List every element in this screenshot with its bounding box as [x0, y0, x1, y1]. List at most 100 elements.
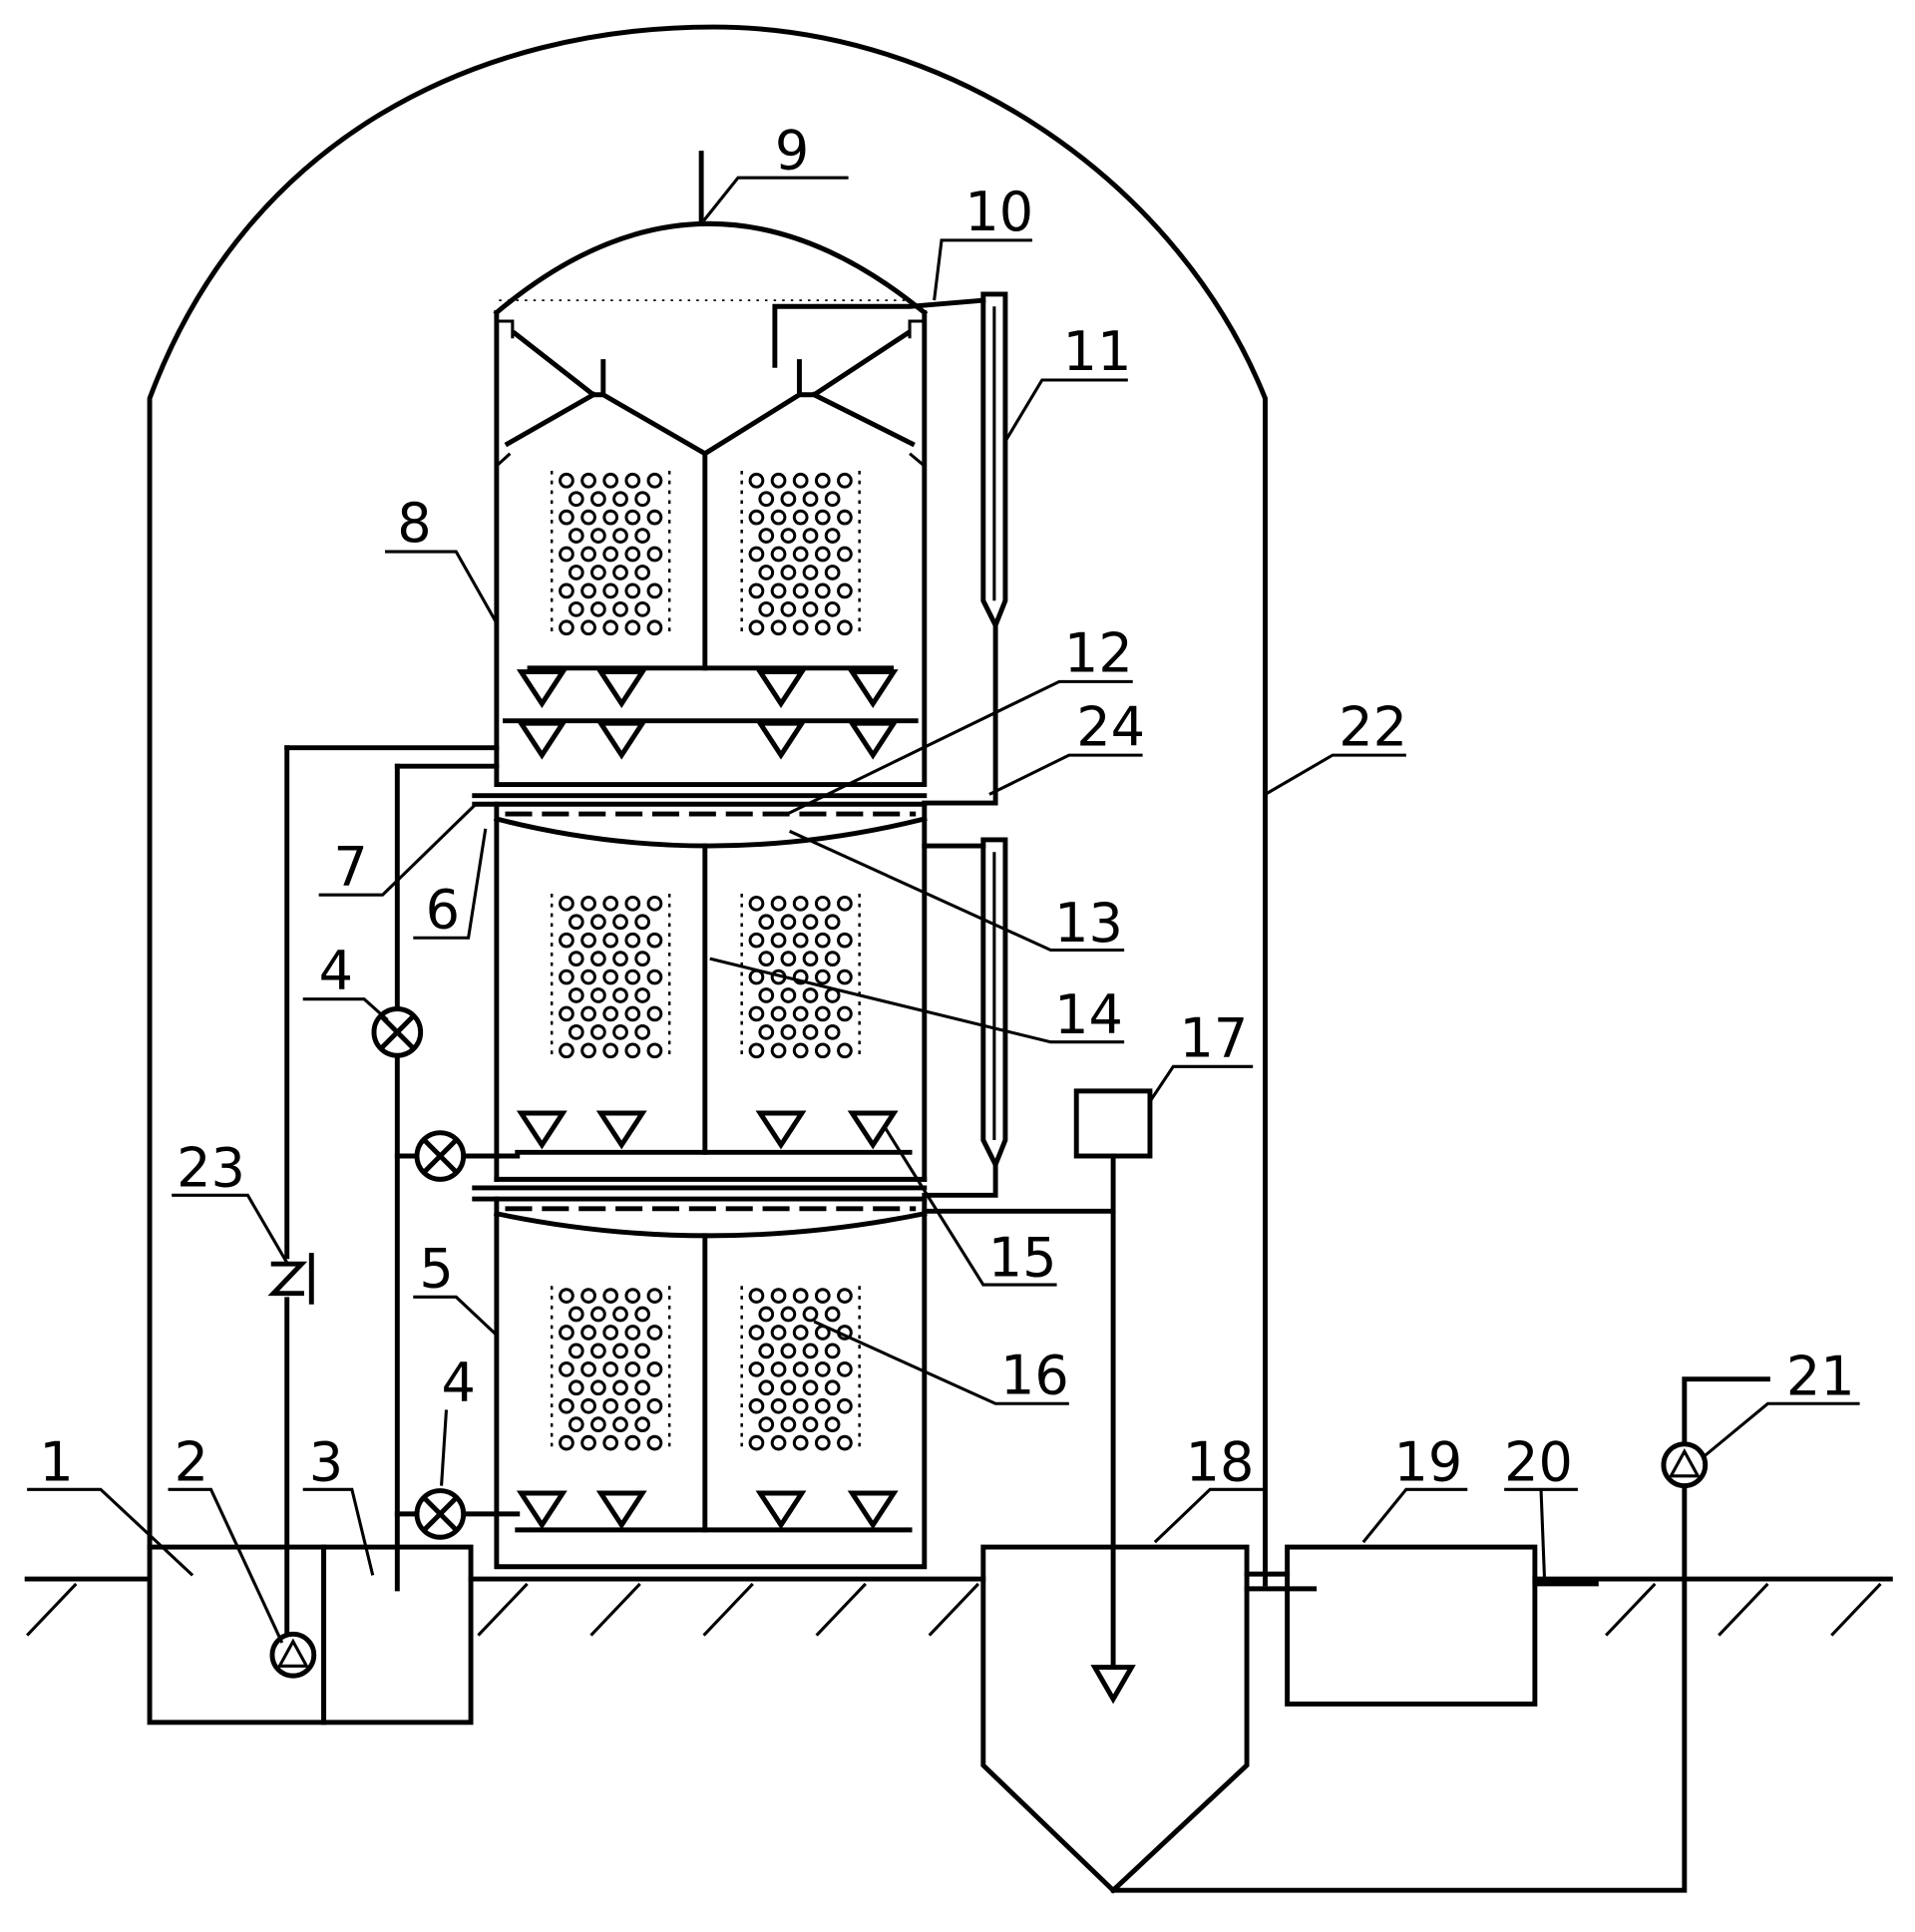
ground-hatch	[26, 1582, 78, 1637]
label-1: 1	[39, 1431, 73, 1494]
ground-hatch	[815, 1582, 867, 1637]
packing-bead	[770, 509, 787, 526]
packing-bead	[802, 1343, 819, 1359]
packing-bead	[602, 1288, 619, 1304]
label-23: 23	[177, 1137, 245, 1200]
packing-bead	[837, 546, 853, 563]
packing-bead	[770, 895, 787, 912]
packing-bead	[814, 1360, 831, 1377]
packing-bead	[758, 1024, 775, 1040]
packing-bead	[624, 1360, 641, 1377]
overflow-weir-10	[772, 297, 986, 368]
packing-bead	[802, 528, 819, 544]
packing-bead	[770, 1325, 787, 1341]
packing-bead	[824, 600, 841, 617]
packing-bead	[646, 472, 663, 489]
settling-hoppers	[504, 329, 916, 457]
packing-bead	[792, 1434, 809, 1451]
packing-bead	[590, 1024, 606, 1040]
post-treatment	[980, 1376, 1770, 1894]
packing-bead	[770, 1288, 787, 1304]
packing-bead	[612, 600, 628, 617]
packing-bead	[602, 1042, 619, 1059]
packing-bead	[634, 491, 650, 508]
packing-bead	[824, 491, 841, 508]
valve-4-upper-icon	[371, 1006, 424, 1058]
packing-bead	[770, 1005, 787, 1022]
packing-bead	[770, 1360, 787, 1377]
packing-bead	[824, 1306, 841, 1323]
packing-bead	[559, 1397, 574, 1414]
packing-bead	[634, 1024, 650, 1040]
packing-bead	[780, 1306, 797, 1323]
packing-bead	[602, 1360, 619, 1377]
packing-bead	[568, 914, 584, 931]
packing-bead	[602, 895, 619, 912]
packing-bead	[802, 600, 819, 617]
packing-bead	[634, 1416, 650, 1433]
packing-bead	[780, 987, 797, 1003]
packing-bead	[824, 528, 841, 544]
packing-bead	[559, 546, 574, 563]
packing-bead	[580, 509, 596, 526]
packing-bead	[580, 472, 596, 489]
packing-bead	[780, 600, 797, 617]
gauge-11-icon	[980, 291, 1008, 631]
packing-bead	[792, 932, 809, 949]
ground-hatch	[1718, 1582, 1769, 1637]
packing-bead	[568, 600, 584, 617]
packing-bead	[590, 528, 606, 544]
leader-lines	[27, 176, 1860, 1644]
label-9: 9	[775, 120, 809, 183]
packing-bead	[770, 546, 787, 563]
packing-bead	[837, 1434, 853, 1451]
packing-bead	[634, 1343, 650, 1359]
packing-bead	[748, 1005, 765, 1022]
packing-bead	[602, 546, 619, 563]
packing-bead	[602, 472, 619, 489]
packing-bead	[824, 1343, 841, 1359]
packing-bead	[646, 582, 663, 599]
packing-bead	[624, 968, 641, 985]
label-19: 19	[1394, 1431, 1463, 1494]
packing-bead	[814, 1005, 831, 1022]
packing-bead	[559, 1360, 574, 1377]
packing-bead	[758, 565, 775, 580]
packing-bead	[837, 472, 853, 489]
packing-bead	[837, 619, 853, 636]
packing-bead	[568, 1379, 584, 1396]
packing-bead	[758, 987, 775, 1003]
packing-bead	[824, 565, 841, 580]
packing-bead	[802, 951, 819, 966]
packing-bead	[646, 1434, 663, 1451]
label-14: 14	[1054, 983, 1123, 1046]
packing-bead	[824, 951, 841, 966]
label-6: 6	[426, 878, 460, 941]
packing-bead	[780, 1024, 797, 1040]
packing-bead	[748, 1042, 765, 1059]
packing-bead	[748, 1360, 765, 1377]
packing-bead	[590, 1343, 606, 1359]
packing-bead	[568, 1343, 584, 1359]
packing-bead	[748, 509, 765, 526]
packing-bead	[612, 1379, 628, 1396]
packing-bead	[837, 1288, 853, 1304]
packing-bead	[612, 914, 628, 931]
packing-bead	[612, 1416, 628, 1433]
label-11: 11	[1063, 320, 1132, 383]
packing-bead	[780, 528, 797, 544]
ground-hatching	[26, 1582, 1882, 1637]
diffuser-icon	[847, 720, 899, 760]
diffuser-icon	[847, 1110, 899, 1150]
packing-bead	[837, 1042, 853, 1059]
packing-bead	[590, 951, 606, 966]
packing-bead	[814, 546, 831, 563]
air-line	[371, 763, 521, 1592]
settling-tank-18	[980, 1544, 1250, 1894]
diffuser-icon	[516, 720, 568, 760]
ground-hatch	[1830, 1582, 1882, 1637]
packing-bead	[758, 1343, 775, 1359]
packing-bead	[602, 1397, 619, 1414]
bottom-stage-5	[494, 1196, 928, 1570]
